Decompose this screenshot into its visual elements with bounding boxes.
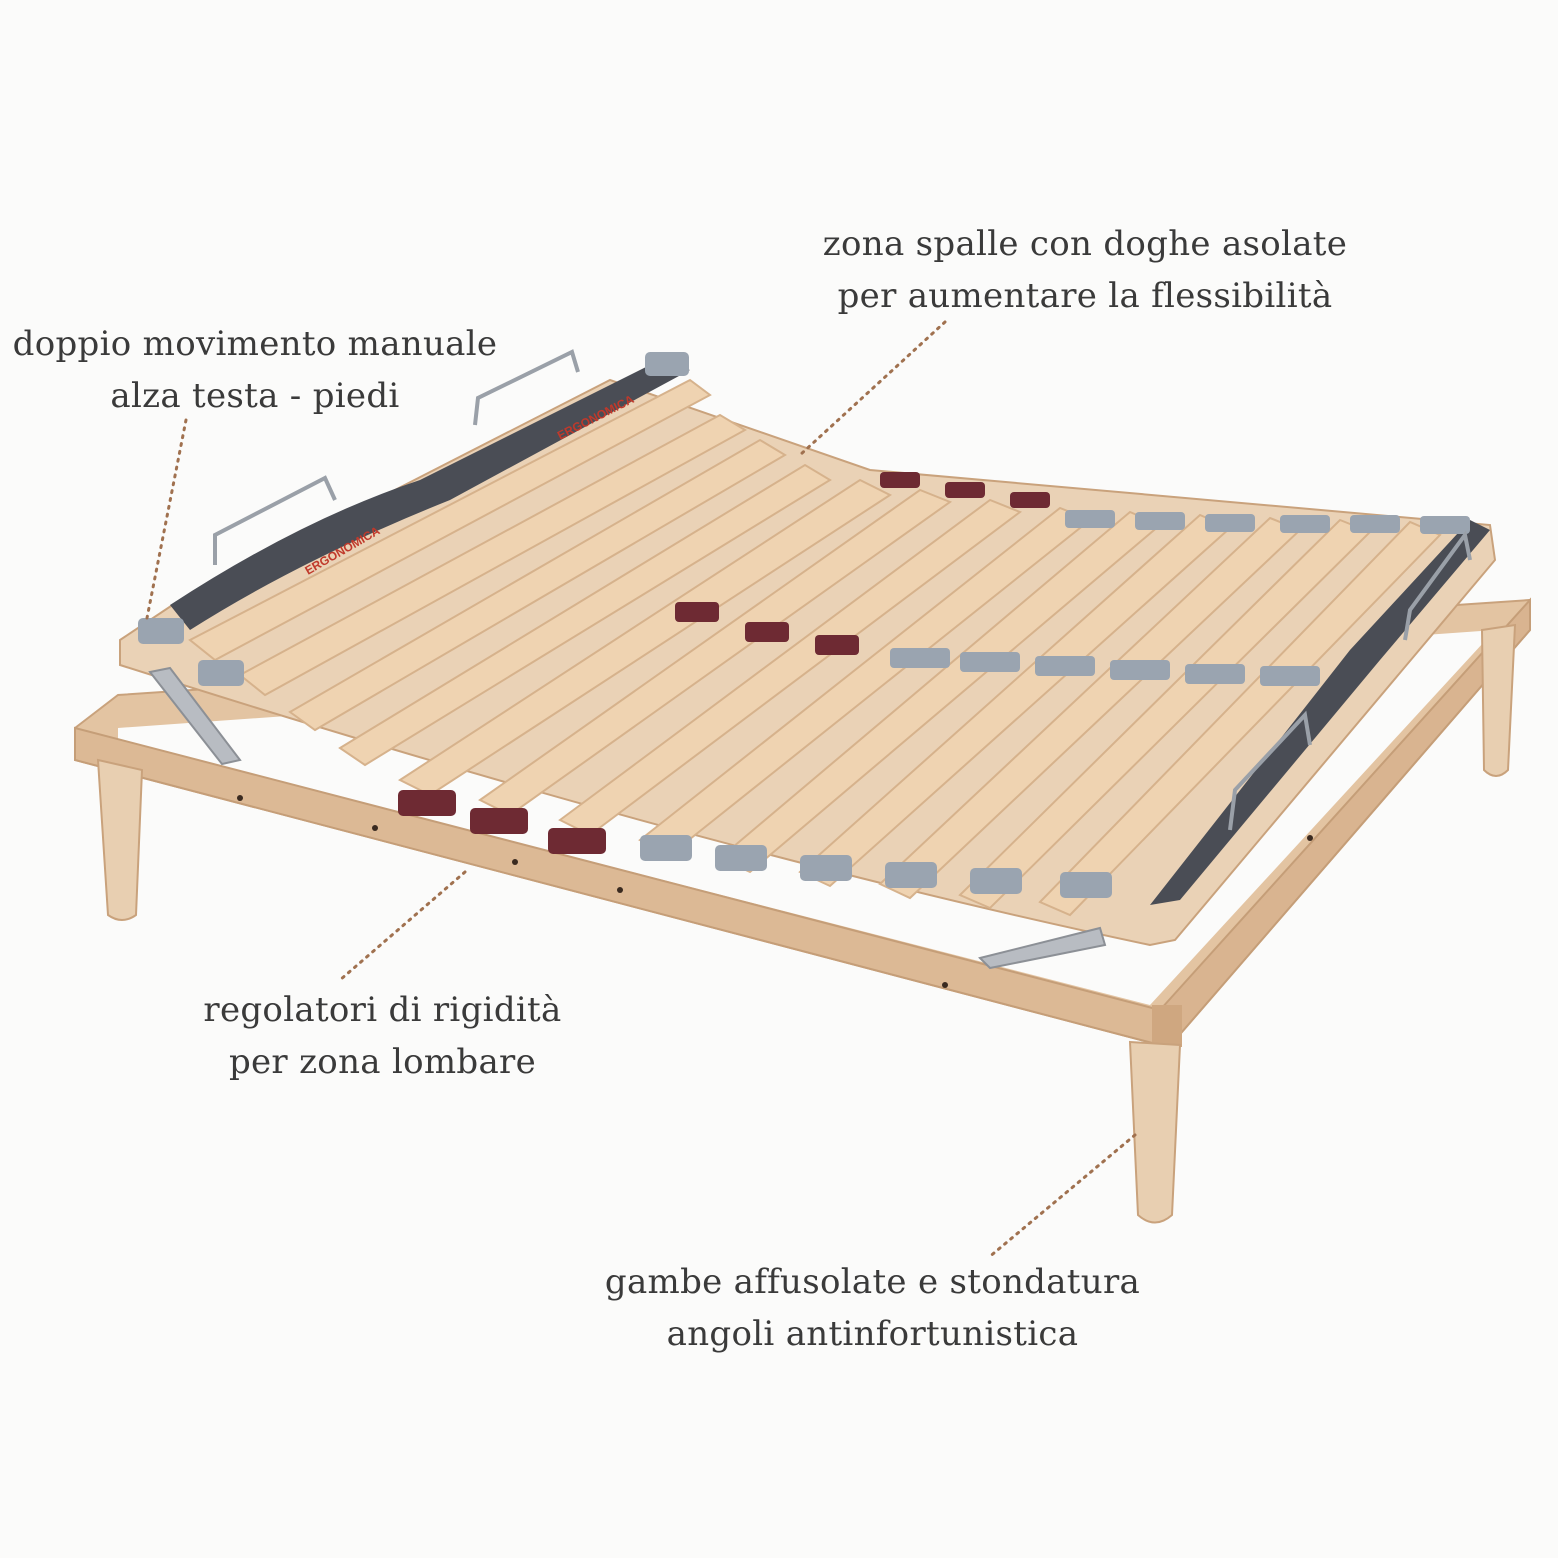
callout-stiffness-regulators: regolatori di rigidità per zona lombare: [190, 984, 575, 1088]
callout-line: angoli antinfortunistica: [666, 1314, 1079, 1354]
leader-dotted-line: [145, 320, 1137, 1260]
stiffness-regulator-icon: [398, 472, 1050, 854]
callout-line: gambe affusolate e stondatura: [604, 1262, 1141, 1302]
callout-line: doppio movimento manuale: [12, 324, 498, 364]
callout-tapered-legs: gambe affusolate e stondatura angoli ant…: [585, 1256, 1160, 1360]
callout-shoulder-zone: zona spalle con doghe asolate per aument…: [800, 218, 1370, 322]
metal-handles: [213, 349, 1472, 831]
callout-double-movement: doppio movimento manuale alza testa - pi…: [0, 318, 510, 422]
callout-line: alza testa - piedi: [110, 376, 400, 416]
callout-line: regolatori di rigidità: [203, 990, 562, 1030]
legs: [96, 623, 1517, 1224]
slatted-platform: [119, 349, 1497, 970]
callout-line: per aumentare la flessibilità: [837, 276, 1333, 316]
callout-line: per zona lombare: [228, 1042, 537, 1082]
frame-holes: [237, 795, 1313, 988]
slat-cap-icon: [138, 352, 1470, 898]
hinges: [148, 666, 1107, 970]
callout-line: zona spalle con doghe asolate: [822, 224, 1348, 264]
